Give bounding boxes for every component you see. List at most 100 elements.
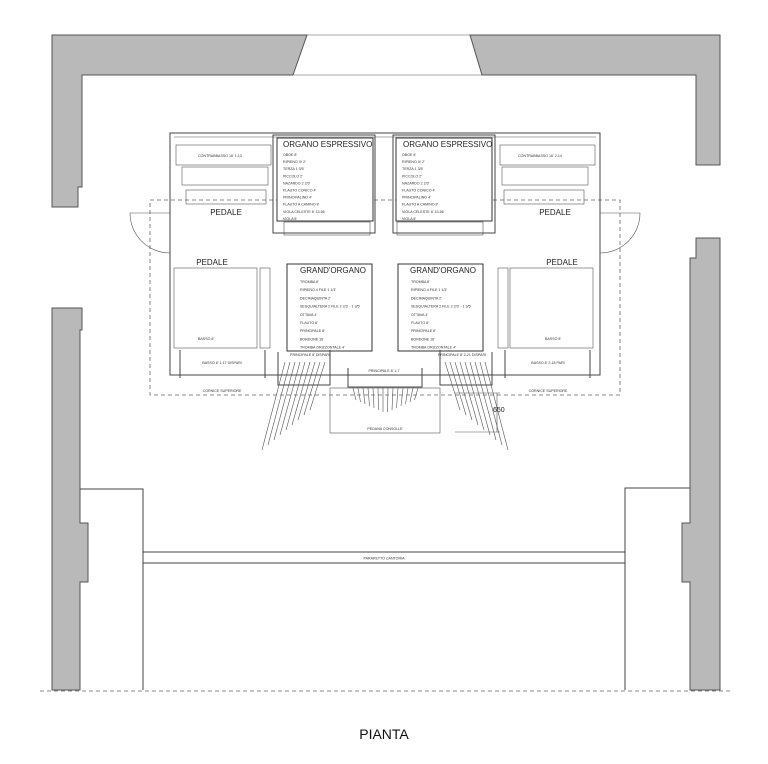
stop-label: PICCOLO 2' [283,174,303,178]
stop-label: DECIMAQUINTA 2' [411,296,442,300]
pedale-label-top-left: PEDALE [210,208,242,217]
stop-label: TERZA 1 3/5' [283,167,305,171]
pipe [261,361,286,451]
grand-organo-heading-left: GRAND'ORGANO [300,266,366,275]
pipe [372,387,375,409]
pedana-label: PEDANA CONSOLLE [367,427,403,431]
pipe [303,361,321,416]
stop-label: RIPIENO IV 2' [283,160,306,164]
pipe [474,361,497,441]
wall-lower-right [681,237,721,691]
wall-lower-left [51,307,89,691]
pipe [309,361,326,411]
stop-label: FLAUTO CONICO 4' [283,189,316,193]
stop-label: TERZA 1 3/5' [402,167,424,171]
walls [51,34,721,691]
basso-left-label: BASSO 8' 1-17 DISPARI [202,361,241,365]
dimension-label: 650 [493,407,505,414]
espressivo-heading-right: ORGANO ESPRESSIVO [403,140,492,149]
pipe [444,361,461,411]
pipe [449,361,467,416]
pedale-label-top-right: PEDALE [539,208,571,217]
pipe [464,361,485,431]
stop-label: PRINCIPALINO 4' [402,196,431,200]
parapetto-cantoria: PARAPETTO CANTORIA [143,551,625,564]
stop-label: PRINCIPALINO 4' [283,196,312,200]
grand-organo-heading-right: GRAND'ORGANO [410,266,476,275]
pipe [291,361,311,426]
stop-label: TROMBA 8' [300,280,319,284]
stop-label: VIOLA 8' [283,217,297,221]
stop-label: FLAUTO A CAMINO 8' [283,203,319,207]
parapetto-label: PARAPETTO CANTORIA [364,557,406,561]
contrabbasso-left-label: CONTRABBASSO 16' 1-13 [198,154,242,158]
stop-label: VIOLA CELESTE 8' 13-56 [402,210,444,214]
stop-label: FLAUTO CONICO 4' [402,189,435,193]
pipe [387,387,389,413]
stop-label: SESQUIALTERA 2 FILE 2 2/3' - 1 3/5' [411,305,472,309]
espressivo-heading-left: ORGANO ESPRESSIVO [283,140,372,149]
stop-label: OBOE 8' [402,153,416,157]
principale-left-label: PRINCIPALE 8' DISPARI [290,353,330,357]
pipe [454,361,473,421]
stop-label: FLAUTO 8' [411,321,429,325]
grand-organo-right: GRAND'ORGANO TROMBA 8' RIPIENO 4 FILE 1 1… [397,263,484,352]
pipe [285,361,306,431]
pipe [396,387,399,409]
drawing-title: PIANTA [359,726,409,742]
stop-label: OBOE 8' [283,153,297,157]
pipe [362,387,366,405]
facade-pipes: PRINCIPALE 8' DISPARI PRINCIPALE 8' 2-21… [261,350,509,451]
pipe [409,387,414,403]
pedale-label-bottom-left: PEDALE [196,258,228,267]
stop-label: TROMBA ORIZZONTALE 4' [411,346,456,350]
pipe [273,361,296,441]
stop-label: SESQUIALTERA 2 FILE 2 2/3' - 1 3/5' [300,305,361,309]
pipe [377,387,379,411]
pipe [484,361,509,451]
stop-label: TROMBA ORIZZONTALE 4' [300,346,345,350]
stop-label: RIPIENO IV 2' [402,160,425,164]
stop-label: NAZARDO 2 2/3' [402,181,430,185]
pipe [459,361,479,426]
stop-label: FLAUTO 8' [300,321,318,325]
grand-organo-left: GRAND'ORGANO TROMBA 8' RIPIENO 4 FILE 1 1… [286,263,373,352]
stop-label: BORDONE 16' [300,337,324,341]
stop-label: RIPIENO 4 FILE 1 1/3' [300,288,336,292]
stop-label: FLAUTO A CAMINO 8' [402,203,438,207]
cornice-right-label: CORNICE SUPERIORE [529,389,568,393]
pipe [352,387,357,401]
organ-case: CONTRABBASSO 16' 1-13 CONTRABBASSO 16' 2… [129,132,641,396]
wall-top-right [469,34,721,166]
cornice-left-label: CORNICE SUPERIORE [203,389,242,393]
stop-label: PRINCIPALE 8' [300,329,325,333]
pipe [297,361,316,421]
basso-8-right-label: BASSO 8' [545,337,561,341]
pipe [357,387,361,403]
contrabbasso-right-label: CONTRABBASSO 16' 2-14 [518,154,562,158]
pipe [400,387,404,407]
stop-label: VIOLA CELESTE 8' 13-56 [283,210,325,214]
stop-label: DECIMAQUINTA 2' [300,296,331,300]
stop-label: BORDONE 16' [411,337,435,341]
stop-label: OTTAVA 4' [411,313,428,317]
pipe [267,361,291,446]
pipe [405,387,409,405]
pipe [469,361,491,436]
basso-8-left-label: BASSO 8' [198,337,214,341]
pipe [414,387,419,401]
stop-label: RIPIENO 4 FILE 1 1/3' [411,288,447,292]
organo-espressivo-right: ORGANO ESPRESSIVO OBOE 8' RIPIENO IV 2' TE… [392,134,496,236]
principale-center-label: PRINCIPALE 8' 1-7 [369,369,400,373]
pipe [479,361,503,446]
stop-label: TROMBA 8' [411,280,430,284]
stop-label: OTTAVA 4' [300,313,317,317]
stop-label: PRINCIPALE 8' [411,329,436,333]
pipe [367,387,370,407]
organo-espressivo-left: ORGANO ESPRESSIVO OBOE 8' RIPIENO IV 2' TE… [272,134,376,236]
pipe [391,387,394,411]
stop-label: PICCOLO 2' [402,174,422,178]
stop-label: NAZARDO 2 2/3' [283,181,311,185]
stop-label: VIOLA 8' [402,217,416,221]
